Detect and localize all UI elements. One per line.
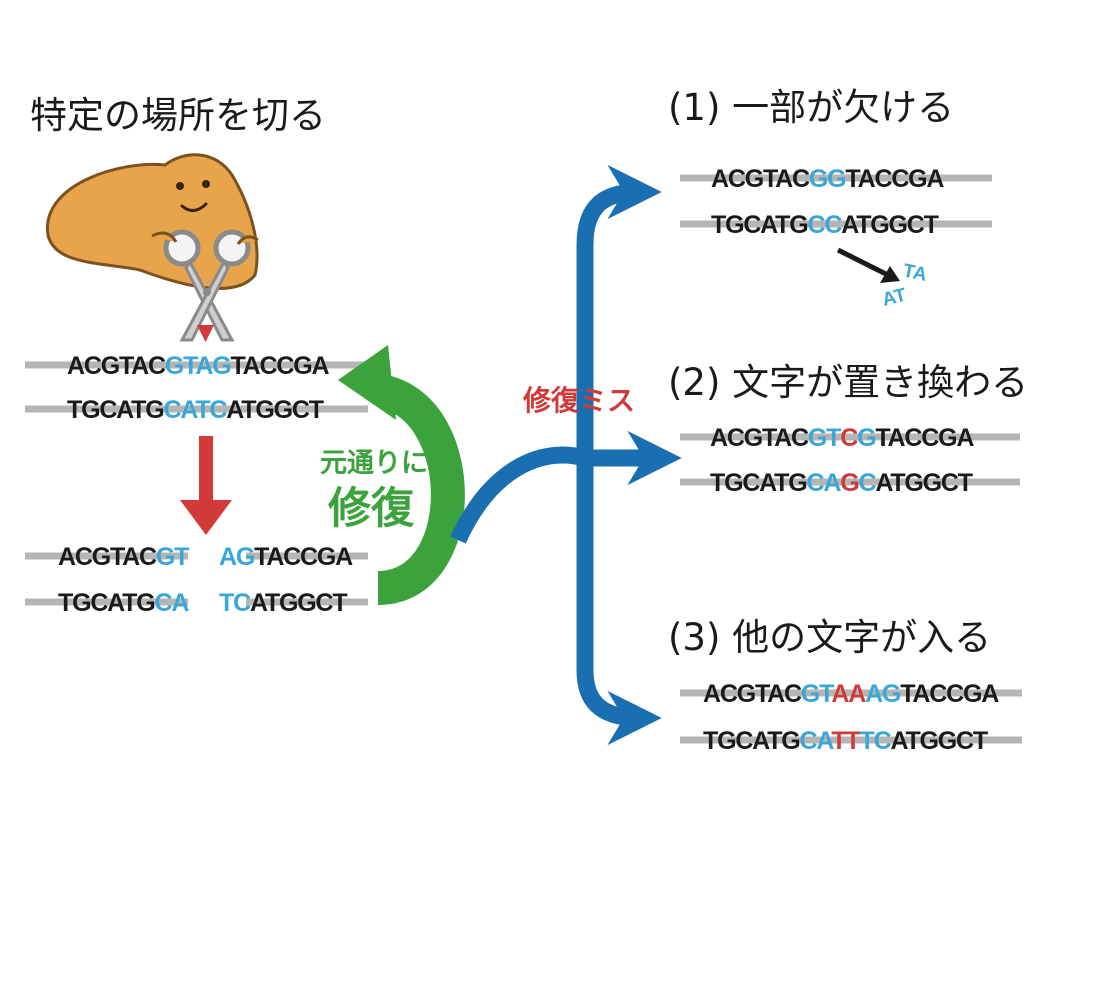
cut-marker-icon bbox=[197, 325, 214, 342]
base-segment: G bbox=[840, 469, 858, 497]
base-segment: ATGGCT bbox=[250, 589, 347, 617]
base-segment: G bbox=[857, 424, 875, 452]
scissors-icon bbox=[163, 229, 251, 342]
base-segment: TACCGA bbox=[230, 352, 329, 380]
scissors-character-icon bbox=[46, 153, 259, 342]
base-segment: CA bbox=[807, 469, 842, 497]
cut-bottom-right: TCATGGCT bbox=[219, 589, 347, 617]
deletion-top-strand: ACGTACGGTACCGA bbox=[711, 165, 944, 193]
base-segment: ACGTAC bbox=[710, 424, 809, 452]
base-segment: TGCATG bbox=[703, 727, 800, 755]
outcome-substitution-heading: (2) 文字が置き換わる bbox=[668, 361, 1028, 404]
base-segment: TGCATG bbox=[67, 396, 164, 424]
outcome-deletion-heading: (1) 一部が欠ける bbox=[668, 86, 954, 129]
base-segment: AG bbox=[219, 543, 254, 571]
base-segment: TGCATG bbox=[711, 211, 808, 239]
cut-top-left: ACGTACGT bbox=[58, 543, 189, 571]
base-segment: TGCATG bbox=[710, 469, 807, 497]
base-segment: CA bbox=[800, 727, 835, 755]
base-segment: CA bbox=[155, 589, 190, 617]
repair-error-label: 修復ミス bbox=[522, 384, 635, 417]
base-segment: ACGTAC bbox=[58, 543, 157, 571]
cut-top-right: AGTACCGA bbox=[219, 543, 353, 571]
base-segment: TACCGA bbox=[845, 165, 944, 193]
base-segment: TT bbox=[831, 727, 860, 755]
original-bottom-strand: TGCATGCATCATGGCT bbox=[67, 396, 324, 424]
original-top-strand: ACGTACGTAGTACCGA bbox=[67, 352, 329, 380]
substitution-top-strand: ACGTACGTCGTACCGA bbox=[710, 424, 974, 452]
base-segment: ACGTAC bbox=[703, 680, 802, 708]
base-segment: GTAG bbox=[165, 352, 231, 380]
title: 特定の場所を切る bbox=[30, 94, 326, 137]
deletion-bottom-strand: TGCATGCCATGGCT bbox=[711, 211, 939, 239]
outcome-insertion-heading: (3) 他の文字が入る bbox=[668, 616, 991, 659]
base-segment: AA bbox=[831, 680, 866, 708]
base-segment: GT bbox=[156, 543, 189, 571]
cut-bottom-left: TGCATGCA bbox=[58, 589, 189, 617]
substitution-bottom-strand: TGCATGCAGCATGGCT bbox=[710, 469, 973, 497]
base-segment: C bbox=[858, 469, 876, 497]
base-segment: ATGGCT bbox=[890, 727, 987, 755]
restore-arrow-icon bbox=[338, 345, 465, 605]
cut-arrow-icon bbox=[180, 436, 232, 535]
dna-strands bbox=[25, 174, 1022, 744]
base-segment: ACGTAC bbox=[67, 352, 166, 380]
base-segment: GT bbox=[808, 424, 841, 452]
insertion-bottom-strand: TGCATGCATTTCATGGCT bbox=[703, 727, 988, 755]
removed-fragment-arrow-icon bbox=[836, 247, 900, 283]
base-segment: TGCATG bbox=[58, 589, 155, 617]
base-segment: GG bbox=[809, 165, 846, 193]
base-segment: ATGGCT bbox=[875, 469, 972, 497]
removed-fragment-bottom: AT bbox=[880, 285, 909, 311]
base-segment: CATC bbox=[164, 396, 228, 424]
base-segment: ATGGCT bbox=[841, 211, 938, 239]
base-segment: TACCGA bbox=[254, 543, 353, 571]
restore-label-line2: 修復 bbox=[328, 484, 415, 534]
base-segment: GT bbox=[801, 680, 834, 708]
base-segment: AG bbox=[865, 680, 900, 708]
base-segment: TC bbox=[860, 727, 892, 755]
restore-label-line1: 元通りに bbox=[320, 448, 428, 479]
repair-error-arrows bbox=[450, 164, 682, 746]
base-segment: CC bbox=[808, 211, 843, 239]
insertion-top-strand: ACGTACGTAAAGTACCGA bbox=[703, 680, 999, 708]
base-segment: ACGTAC bbox=[711, 165, 810, 193]
removed-fragment-top: TA bbox=[901, 260, 929, 286]
base-segment: TACCGA bbox=[875, 424, 974, 452]
base-segment: ATGGCT bbox=[226, 396, 323, 424]
base-segment: TACCGA bbox=[900, 680, 999, 708]
base-segment: C bbox=[840, 424, 858, 452]
base-segment: TC bbox=[219, 589, 251, 617]
